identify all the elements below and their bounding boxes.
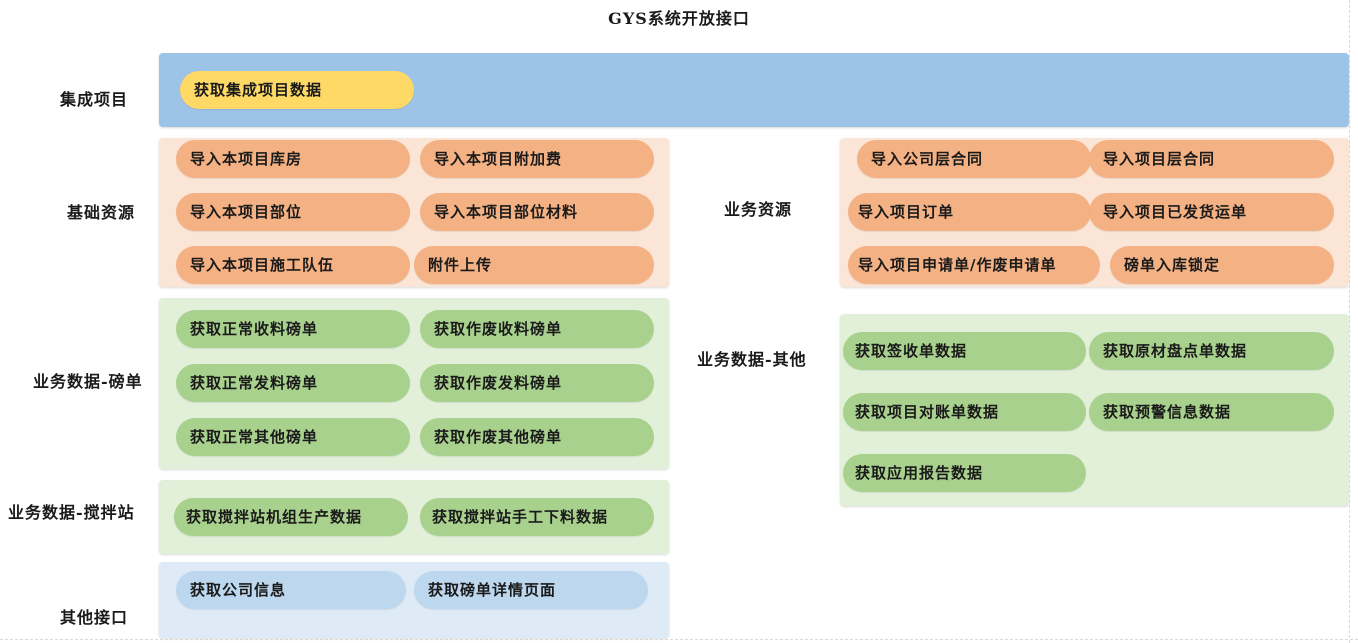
- pill-import-construction-team[interactable]: 导入本项目施工队伍: [176, 246, 410, 284]
- pill-import-surcharge[interactable]: 导入本项目附加费: [420, 140, 654, 178]
- pill-import-shipped-waybill[interactable]: 导入项目已发货运单: [1089, 193, 1334, 231]
- pill-get-company-info[interactable]: 获取公司信息: [176, 571, 406, 609]
- section-label-business-mixing: 业务数据-搅拌站: [8, 503, 135, 522]
- pill-get-report-data[interactable]: 获取应用报告数据: [843, 454, 1086, 492]
- pill-weigh-storage-lock[interactable]: 磅单入库锁定: [1110, 246, 1334, 284]
- pill-import-project-order[interactable]: 导入项目订单: [848, 193, 1091, 231]
- section-label-other: 其他接口: [60, 608, 129, 627]
- section-label-business-weigh: 业务数据-磅单: [33, 372, 143, 391]
- pill-get-integration-data[interactable]: 获取集成项目数据: [180, 71, 414, 109]
- pill-void-other-weigh[interactable]: 获取作废其他磅单: [420, 418, 654, 456]
- pill-import-position-material[interactable]: 导入本项目部位材料: [420, 193, 654, 231]
- section-label-base-resources: 基础资源: [67, 203, 136, 222]
- pill-normal-receive-weigh[interactable]: 获取正常收料磅单: [176, 310, 410, 348]
- pill-import-project-contract[interactable]: 导入项目层合同: [1089, 140, 1334, 178]
- page-bottom-guide: [0, 639, 1358, 641]
- pill-attachment-upload[interactable]: 附件上传: [414, 246, 654, 284]
- pill-mixing-manual-feeding[interactable]: 获取搅拌站手工下料数据: [420, 498, 654, 536]
- pill-get-inventory-data[interactable]: 获取原材盘点单数据: [1089, 332, 1334, 370]
- pill-get-receipt-data[interactable]: 获取签收单数据: [843, 332, 1086, 370]
- pill-normal-other-weigh[interactable]: 获取正常其他磅单: [176, 418, 410, 456]
- pill-mixing-unit-production[interactable]: 获取搅拌站机组生产数据: [174, 498, 408, 536]
- pill-import-warehouse[interactable]: 导入本项目库房: [176, 140, 410, 178]
- pill-import-application[interactable]: 导入项目申请单/作废申请单: [848, 246, 1100, 284]
- section-label-business-other: 业务数据-其他: [697, 350, 807, 369]
- page-edge-guide: [1349, 0, 1358, 643]
- pill-get-statement-data[interactable]: 获取项目对账单数据: [843, 393, 1086, 431]
- pill-get-warning-data[interactable]: 获取预警信息数据: [1089, 393, 1334, 431]
- pill-import-position[interactable]: 导入本项目部位: [176, 193, 410, 231]
- section-label-business-resources: 业务资源: [724, 200, 793, 219]
- pill-normal-send-weigh[interactable]: 获取正常发料磅单: [176, 364, 410, 402]
- pill-void-send-weigh[interactable]: 获取作废发料磅单: [420, 364, 654, 402]
- diagram-title: GYS系统开放接口: [608, 9, 750, 28]
- section-label-integration: 集成项目: [60, 90, 129, 109]
- pill-void-receive-weigh[interactable]: 获取作废收料磅单: [420, 310, 654, 348]
- pill-get-weigh-detail-page[interactable]: 获取磅单详情页面: [414, 571, 648, 609]
- pill-import-company-contract[interactable]: 导入公司层合同: [857, 140, 1091, 178]
